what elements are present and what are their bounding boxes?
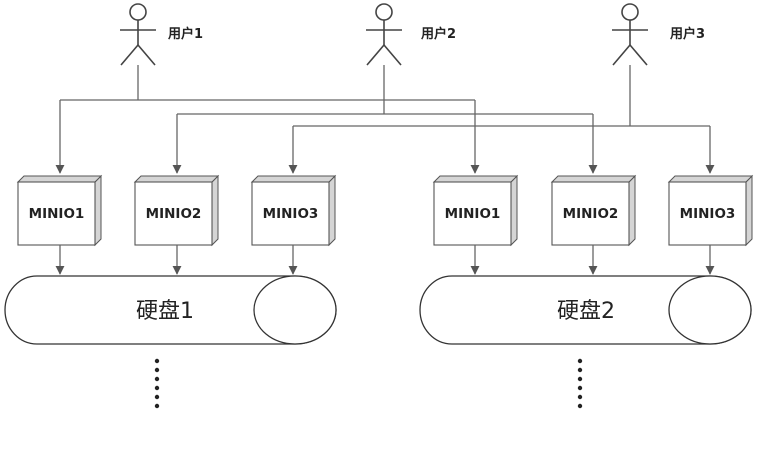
user-2-icon	[366, 3, 402, 66]
minio-node-6: MINIO3	[667, 174, 754, 247]
minio-node-5-label: MINIO2	[563, 206, 619, 222]
minio-node-2-label: MINIO2	[146, 206, 202, 222]
user-3-icon	[612, 3, 648, 66]
minio-node-1-label: MINIO1	[29, 206, 85, 222]
disk-1-label: 硬盘1	[136, 299, 194, 324]
more-disks-ellipsis-2	[577, 358, 583, 409]
user-3-label: 用户3	[669, 26, 705, 42]
minio-node-3-label: MINIO3	[263, 206, 319, 222]
minio-node-4: MINIO1	[432, 174, 519, 247]
minio-node-3: MINIO3	[250, 174, 337, 247]
minio-node-6-label: MINIO3	[680, 206, 736, 222]
user-3-connections	[288, 65, 715, 174]
user-1-connections	[55, 65, 480, 174]
minio-node-5: MINIO2	[550, 174, 637, 247]
minio-node-4-label: MINIO1	[445, 206, 501, 222]
user-1-icon	[120, 3, 156, 66]
disk-2: 硬盘2	[419, 275, 752, 345]
user-1: 用户1	[120, 3, 203, 66]
user-2-connections	[172, 65, 598, 174]
user-1-label: 用户1	[167, 26, 203, 42]
user-3: 用户3	[612, 3, 705, 66]
more-disks-ellipsis-1	[154, 358, 160, 409]
node-to-disk-arrows	[55, 245, 715, 275]
user-2: 用户2	[366, 3, 456, 66]
disk-1: 硬盘1	[4, 275, 337, 345]
user-2-label: 用户2	[420, 26, 456, 42]
disk-2-label: 硬盘2	[557, 299, 615, 324]
minio-node-2: MINIO2	[133, 174, 220, 247]
minio-node-1: MINIO1	[16, 174, 103, 247]
